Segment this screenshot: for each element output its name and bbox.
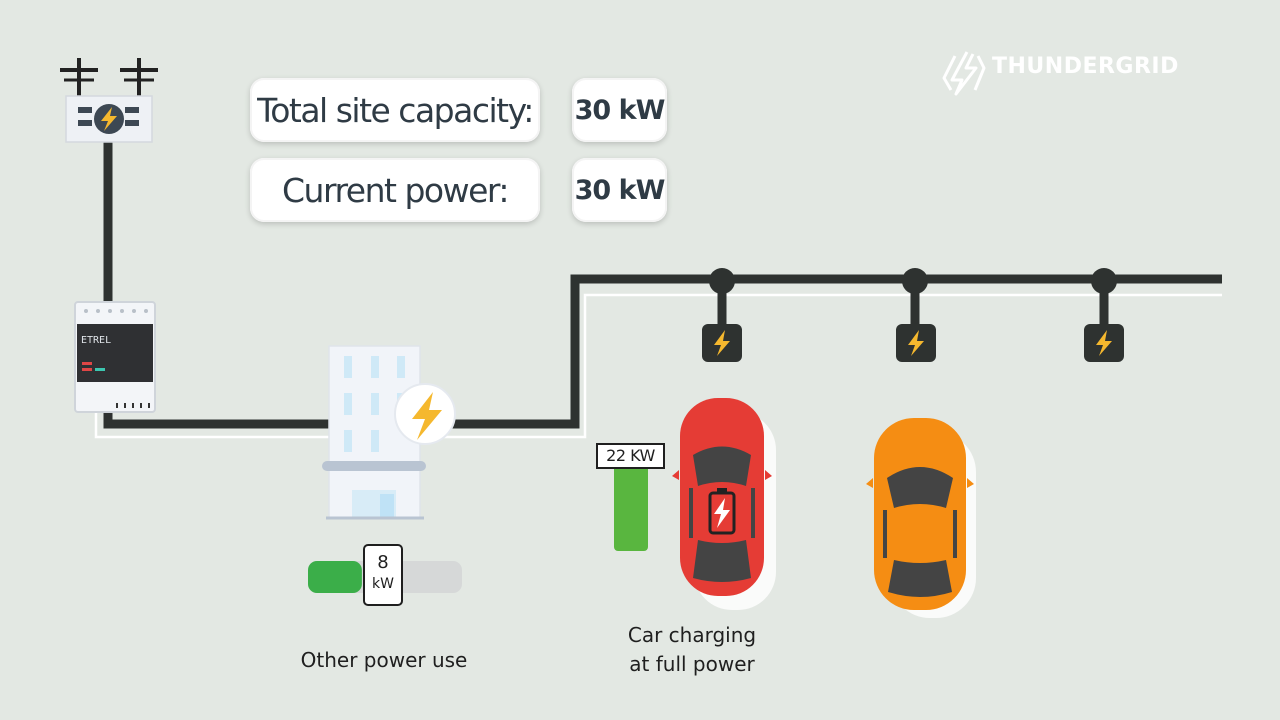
car-charge-caption-line2: at full power bbox=[629, 652, 755, 676]
grid-transformer-icon bbox=[65, 95, 153, 143]
car-charge-fill bbox=[614, 465, 648, 551]
battery-charging-icon bbox=[708, 488, 736, 535]
building-load-badge: 8 kW bbox=[363, 544, 403, 606]
building-icon bbox=[322, 345, 426, 520]
capacity-label: Total site capacity: bbox=[250, 78, 540, 142]
lightning-icon bbox=[394, 383, 456, 445]
current-power-value: 30 kW bbox=[572, 158, 667, 222]
car-charge-caption-line1: Car charging bbox=[627, 623, 757, 647]
cable-shadow bbox=[94, 293, 1222, 439]
car-icon bbox=[866, 418, 976, 618]
car-charge-caption: Car charging at full power bbox=[592, 621, 792, 679]
building-load-caption: Other power use bbox=[300, 648, 468, 672]
car-charge-value: 22 KW bbox=[596, 443, 665, 469]
lightning-logo-icon bbox=[942, 51, 986, 96]
car-charge-bar bbox=[614, 465, 648, 551]
charger-icon bbox=[702, 324, 742, 362]
brand-name: THUNDERGRID bbox=[992, 54, 1179, 79]
building-load-unit: kW bbox=[372, 576, 394, 592]
smart-meter-icon: ETREL bbox=[74, 301, 156, 413]
meter-label: ETREL bbox=[81, 335, 111, 346]
power-pole-icon bbox=[60, 58, 158, 97]
capacity-value: 30 kW bbox=[572, 78, 667, 142]
current-power-label: Current power: bbox=[250, 158, 540, 222]
charger-icon bbox=[1084, 324, 1124, 362]
building-load-value: 8 bbox=[377, 552, 389, 573]
building-load-fill bbox=[308, 561, 362, 593]
cable-junctions bbox=[709, 268, 1117, 294]
charger-icon bbox=[896, 324, 936, 362]
